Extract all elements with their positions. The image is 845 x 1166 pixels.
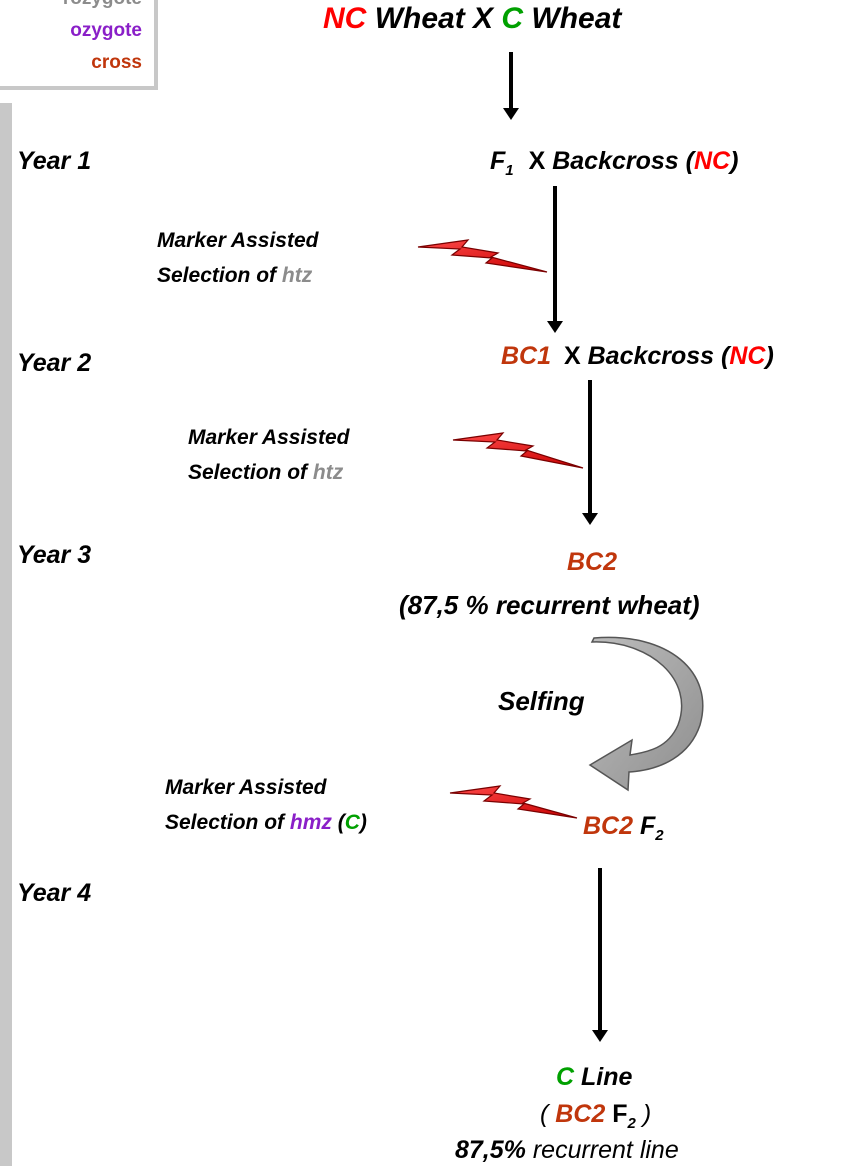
mas-1-line1: Marker Assisted	[157, 229, 319, 252]
mas-3-open: (	[337, 811, 345, 834]
lightning-bolt-3	[449, 785, 578, 819]
year-2-label: Year 2	[17, 349, 92, 377]
bc1-label: BC1	[501, 342, 552, 370]
mas-3-selection: Selection of	[165, 811, 285, 834]
bc1-backcross-node: BC1 X Backcross (NC)	[501, 342, 774, 371]
mas-3-line1: Marker Assisted	[165, 776, 327, 799]
final-open: (	[540, 1100, 549, 1128]
arrow-f1-to-bc1	[547, 186, 563, 333]
mas-1-text: Marker Assisted Selection of htz	[157, 223, 318, 293]
lightning-bolt-2	[452, 432, 584, 469]
final-recurrent-text: recurrent line	[532, 1136, 679, 1164]
lightning-bolt-1	[417, 239, 548, 273]
f1-subscript: 1	[505, 162, 514, 179]
title-nc: NC	[323, 2, 367, 35]
mas-2-line1: Marker Assisted	[188, 426, 350, 449]
legend-heterozygote: rozygote	[63, 0, 142, 10]
bc2-f2-subscript: 2	[655, 827, 664, 844]
arrow-bc2f2-to-line	[592, 868, 608, 1042]
final-recurrent: 87,5% recurrent line	[455, 1136, 679, 1165]
f1-label: F	[490, 147, 506, 175]
backcross-close-2: )	[765, 342, 774, 370]
bc2-label: BC2	[567, 548, 618, 576]
mas-3-text: Marker Assisted Selection of hmz (C)	[165, 770, 367, 840]
backcross-label-2: Backcross (	[587, 342, 730, 370]
mas-3-hmz: hmz	[289, 811, 332, 834]
backcross-nc-2: NC	[729, 342, 766, 370]
title-c: C	[501, 2, 524, 35]
mas-2-text: Marker Assisted Selection of htz	[188, 420, 349, 490]
mas-1-selection: Selection of	[157, 264, 277, 287]
bc2-f2-f: F	[639, 812, 656, 840]
final-subscript: 2	[627, 1115, 636, 1132]
year-4-label: Year 4	[17, 879, 92, 907]
mas-2-selection: Selection of	[188, 461, 308, 484]
backcross-close-1: )	[730, 147, 739, 175]
selfing-curved-arrow	[588, 636, 704, 792]
mas-1-htz: htz	[281, 264, 313, 287]
mas-1-line2: Selection of htz	[157, 258, 318, 293]
frame-side-bar	[0, 103, 12, 1166]
final-pct: 87,5%	[455, 1136, 526, 1164]
cross-title: NC Wheat X C Wheat	[323, 2, 621, 36]
bc2-f2-node: BC2 F2	[583, 812, 664, 844]
f1-backcross-node: F1 X Backcross (NC)	[490, 147, 738, 179]
final-bc2: BC2	[555, 1100, 606, 1128]
selfing-label: Selfing	[498, 686, 585, 716]
final-close: )	[642, 1100, 652, 1128]
arrow-bc1-to-bc2	[582, 380, 598, 525]
backcross-label-1: Backcross (	[552, 147, 694, 175]
final-bc2-f2: ( BC2 F2 )	[540, 1100, 651, 1132]
year-1-label: Year 1	[17, 147, 92, 175]
mas-2-htz: htz	[312, 461, 344, 484]
mas-3-close: )	[359, 811, 367, 834]
final-c: C	[556, 1063, 575, 1091]
backcross-nc-1: NC	[693, 147, 731, 175]
bc2-f2-bc2: BC2	[583, 812, 634, 840]
legend-backcross: cross	[91, 52, 142, 73]
year-3-label: Year 3	[17, 541, 92, 569]
mas-3-line2: Selection of hmz (C)	[165, 805, 367, 840]
arrow-title-to-f1	[503, 52, 519, 120]
title-wheat-x: Wheat X	[374, 2, 494, 35]
legend-box: rozygote ozygote cross	[0, 0, 158, 90]
cross-x-1: X	[528, 147, 546, 175]
mas-2-line2: Selection of htz	[188, 455, 349, 490]
final-c-line: C Line	[556, 1063, 632, 1092]
bc2-recurrent-desc: (87,5 % recurrent wheat)	[399, 590, 700, 620]
mas-3-c: C	[344, 811, 360, 834]
final-line-label: Line	[581, 1063, 633, 1091]
cross-x-2: X	[563, 342, 581, 370]
final-f: F	[612, 1100, 628, 1128]
title-wheat: Wheat	[531, 2, 622, 35]
legend-homozygote: ozygote	[70, 20, 142, 41]
